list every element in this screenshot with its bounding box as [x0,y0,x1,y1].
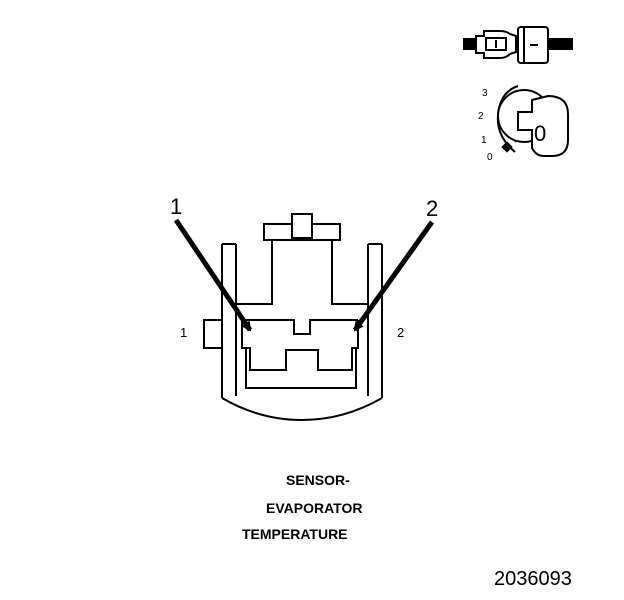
caption-line-3: TEMPERATURE [242,526,348,542]
ignition-key-icon: 3 2 1 0 0 [478,85,569,163]
caption-line-1: SENSOR- [286,472,350,488]
key-position-1: 1 [481,135,487,146]
callout-label-2: 2 [426,196,438,221]
connector-housing [203,213,383,422]
key-position-2: 2 [478,111,484,122]
arrow-to-terminal-2 [352,220,435,332]
arrow-to-terminal-1 [173,218,253,332]
key-face-label: 0 [534,121,546,146]
inline-connector-icon [463,26,573,64]
terminal-label-1: 1 [180,325,187,340]
caption-line-2: EVAPORATOR [266,500,363,516]
callout-label-1: 1 [170,194,182,219]
terminal-label-2: 2 [397,325,404,340]
callout-arrows [173,218,435,332]
key-position-0: 0 [487,152,493,163]
figure-id: 2036093 [494,568,572,590]
key-position-3: 3 [482,88,488,99]
